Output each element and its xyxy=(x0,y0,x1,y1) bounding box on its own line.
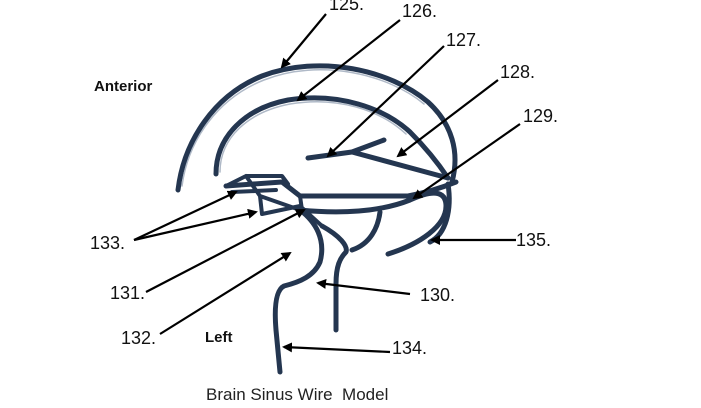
right-drop-wire xyxy=(349,209,383,253)
straight-sinus-wire xyxy=(349,149,451,181)
arrow-133b xyxy=(133,208,258,242)
wire-model xyxy=(175,63,459,375)
arrow-129 xyxy=(412,123,521,200)
arrow-127 xyxy=(326,45,445,158)
arrow-133a xyxy=(133,190,238,241)
arrow-126 xyxy=(296,19,401,102)
arrow-132 xyxy=(159,251,292,335)
middle-descending-wire xyxy=(319,223,349,333)
inner-arch-highlight xyxy=(219,101,407,173)
arrow-130 xyxy=(316,278,411,296)
outer-arch-wire xyxy=(175,63,458,193)
label-128: 128. xyxy=(500,62,535,82)
arrow-134 xyxy=(282,342,391,354)
left-descending-wire xyxy=(272,207,325,375)
arrow-131 xyxy=(145,209,306,293)
left-cage-wire xyxy=(224,174,324,228)
label-129: 129. xyxy=(523,106,558,126)
figure-caption: Brain Sinus Wire Model xyxy=(206,385,388,404)
left-label: Left xyxy=(205,329,233,346)
label-127: 127. xyxy=(446,30,481,50)
label-133: 133. xyxy=(90,233,125,253)
label-134: 134. xyxy=(392,338,427,358)
outer-arch-highlight xyxy=(181,69,425,187)
inner-arch-wire xyxy=(213,95,451,181)
label-126: 126. xyxy=(402,1,437,21)
label-130: 130. xyxy=(420,285,455,305)
annotation-arrows xyxy=(133,13,521,354)
right-loop-wire xyxy=(297,190,449,257)
arrow-125 xyxy=(280,13,327,69)
label-125: 125. xyxy=(329,0,364,14)
arrow-128 xyxy=(396,79,499,158)
label-132: 132. xyxy=(121,328,156,348)
label-135: 135. xyxy=(516,230,551,250)
label-131: 131. xyxy=(110,283,145,303)
anterior-label: Anterior xyxy=(94,78,153,95)
